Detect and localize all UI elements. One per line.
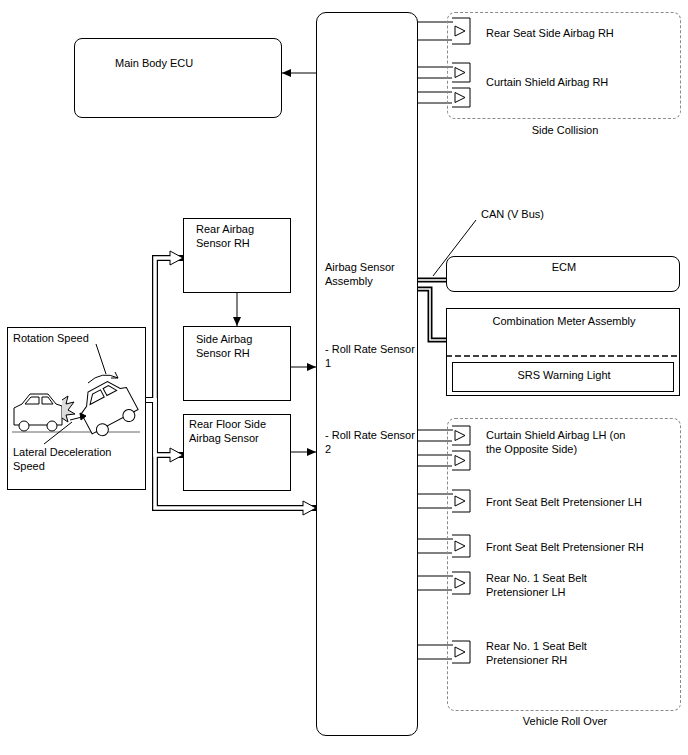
node-label: Airbag Sensor Assembly xyxy=(325,261,415,289)
node-label: SRS Warning Light xyxy=(453,369,675,383)
meter-box: Combination Meter AssemblySRS Warning Li… xyxy=(446,308,680,396)
node-label: Curtain Shield Airbag RH xyxy=(486,76,676,90)
crash-illustration xyxy=(12,344,141,444)
node-label: Rear No. 1 Seat Belt Pretensioner LH xyxy=(486,572,626,600)
squib-item: Rear Seat Side Airbag RH xyxy=(453,18,678,50)
node-label: - Roll Rate Sensor 2 xyxy=(325,429,415,457)
node-label: ECM xyxy=(447,261,681,275)
node-label: Main Body ECU xyxy=(115,57,265,71)
group-region: Vehicle Roll OverCurtain Shield Airbag L… xyxy=(447,418,681,711)
line-core xyxy=(146,258,171,400)
signal-line xyxy=(237,293,238,326)
line-core xyxy=(146,400,171,455)
sensor-box: Side Airbag Sensor RH xyxy=(183,326,291,401)
squib-item: Rear No. 1 Seat Belt Pretensioner LH xyxy=(453,569,678,607)
node-label: Rear Airbag Sensor RH xyxy=(196,223,286,251)
signal-line xyxy=(291,367,316,368)
sensor-box: Rear Floor Side Airbag Sensor xyxy=(183,414,291,491)
can-bus-line xyxy=(418,278,446,283)
warning-light-box: SRS Warning Light xyxy=(452,362,674,392)
node-label: Front Seat Belt Pretensioner RH xyxy=(486,541,676,555)
hollow-arrow xyxy=(146,400,183,455)
can-bus-line xyxy=(418,289,446,340)
line-core xyxy=(418,289,446,340)
sensor-assembly-box: Airbag Sensor Assembly - Roll Rate Sensor… xyxy=(316,12,418,736)
ecm-box: ECM xyxy=(446,256,680,292)
node-label: Rear Seat Side Airbag RH xyxy=(486,27,676,41)
signal-line xyxy=(291,452,316,453)
node-label: Rear Floor Side Airbag Sensor xyxy=(189,418,289,446)
node-label: Curtain Shield Airbag LH (on the Opposit… xyxy=(486,429,636,457)
signal-line xyxy=(282,73,316,74)
hollow-arrow xyxy=(146,400,316,508)
squib-item: Rear No. 1 Seat Belt Pretensioner RH xyxy=(453,637,678,675)
squib-item: Curtain Shield Airbag LH (on the Opposit… xyxy=(453,424,678,476)
meter-divider xyxy=(446,355,680,357)
bus-label: CAN (V Bus) xyxy=(480,208,545,222)
line-core xyxy=(146,400,304,508)
node-label: Lateral Deceleration Speed xyxy=(13,446,125,474)
node-label: Side Airbag Sensor RH xyxy=(196,333,286,361)
ecu-box: Main Body ECU xyxy=(74,38,282,118)
squib-item: Front Seat Belt Pretensioner LH xyxy=(453,489,678,517)
group-caption: Vehicle Roll Over xyxy=(448,715,682,729)
hollow-arrow xyxy=(146,258,183,400)
node-label: Front Seat Belt Pretensioner LH xyxy=(486,496,676,510)
node-label: Rear No. 1 Seat Belt Pretensioner RH xyxy=(486,640,626,668)
sensor-box: Rear Airbag Sensor RH xyxy=(183,218,291,293)
squib-symbols xyxy=(418,18,470,663)
node-label: Combination Meter Assembly xyxy=(447,315,681,329)
line-core xyxy=(418,279,446,281)
illustration-box: Rotation SpeedLateral Deceleration Speed xyxy=(7,327,146,490)
node-label: - Roll Rate Sensor 1 xyxy=(325,343,415,371)
group-caption: Side Collision xyxy=(448,124,682,138)
squib-item: Curtain Shield Airbag RH xyxy=(453,59,678,113)
node-label: Rotation Speed xyxy=(13,332,101,346)
group-region: Side CollisionRear Seat Side Airbag RHCu… xyxy=(447,12,681,119)
squib-item: Front Seat Belt Pretensioner RH xyxy=(453,534,678,562)
leader-line xyxy=(433,220,476,276)
